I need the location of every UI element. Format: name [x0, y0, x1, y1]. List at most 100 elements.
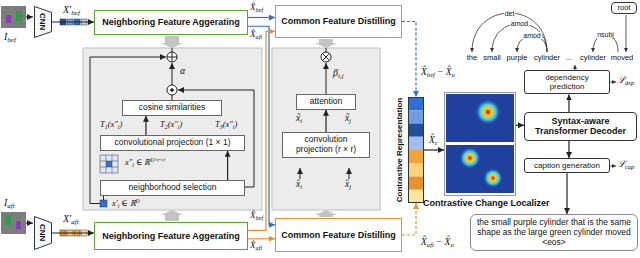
label-text: the — [467, 53, 477, 62]
label-text: ) — [180, 119, 183, 129]
label-text: ℒ — [618, 159, 625, 169]
label-text: bef — [427, 71, 435, 78]
process-box: Common Feature Distilling — [275, 218, 402, 252]
input-image — [1, 212, 26, 234]
math-label: T3(x″i) — [215, 120, 237, 131]
label-text: T — [100, 119, 105, 129]
label-text: i — [118, 124, 120, 130]
label-text: bef — [256, 6, 264, 13]
operator-symbol — [172, 63, 173, 85]
math-label: X̂aft — [249, 241, 263, 251]
connector — [227, 151, 228, 180]
input-image — [6, 15, 11, 23]
caption-box: the small purple cylinder that is the sa… — [470, 214, 638, 251]
detail-panel — [272, 48, 380, 210]
label-text: D — [136, 198, 140, 204]
math-label: X̂bef− X̂u — [420, 68, 456, 79]
connector — [568, 94, 569, 112]
dependency-arc — [626, 15, 627, 52]
node-text: Neighboring Feature Aggerating — [102, 231, 240, 241]
label-text: I — [4, 31, 7, 42]
tensor-icon — [106, 161, 112, 167]
tensor-icon — [100, 155, 118, 173]
label-text: moved — [611, 53, 634, 62]
arc-label: det — [504, 10, 516, 17]
contrastive-cells — [408, 110, 424, 123]
math-label: x̃i — [296, 114, 302, 125]
decoder-box: Syntax-aware Transformer Decoder — [524, 112, 637, 141]
node-text: convolution projection (r × r) — [286, 135, 366, 155]
label-text: X′ — [63, 4, 71, 15]
connector — [424, 149, 444, 150]
heatmap — [475, 99, 501, 125]
input-image — [5, 215, 11, 225]
label-text: X′ — [63, 213, 71, 224]
label-text: D×r×r — [150, 157, 165, 163]
label-text: (x″ — [168, 119, 178, 129]
label-text: c — [435, 139, 438, 146]
math-label: x̂i — [296, 180, 302, 191]
tensor-icon — [100, 200, 107, 207]
label-text: aft — [256, 33, 263, 40]
node-text: Syntax-aware Transformer Decoder — [529, 116, 632, 137]
label-text: i — [233, 124, 235, 130]
connector — [248, 17, 275, 18]
label-text: x̂ — [345, 179, 349, 189]
math-label: Ibef — [4, 32, 16, 44]
detail-panel — [161, 210, 183, 221]
label-text: (x″ — [108, 119, 118, 129]
math-label: X̂aft− X̂u — [420, 238, 455, 249]
operation-box: attention — [296, 94, 356, 110]
label-text: α — [180, 65, 185, 76]
word: cylinder — [580, 54, 606, 62]
label-text: bef — [71, 9, 80, 17]
connector — [566, 173, 567, 214]
arc-label: amod — [510, 20, 530, 27]
operator-symbol — [167, 52, 177, 62]
arc-label: nsubj — [596, 31, 615, 38]
label-text: purple — [507, 53, 528, 62]
input-image — [1, 6, 26, 28]
heatmap — [459, 147, 481, 169]
label-text: i — [300, 183, 302, 190]
node-text: CNN — [38, 13, 47, 30]
label-text: small — [483, 53, 501, 62]
detail-panel — [83, 48, 262, 210]
label-text: x̃ — [296, 113, 300, 123]
operator-symbol — [167, 52, 177, 62]
word: ... — [566, 54, 572, 62]
dependency-arc — [610, 166, 616, 167]
process-box: dependency prediction — [524, 70, 610, 94]
contrastive-cells — [408, 137, 424, 150]
heatmap — [446, 94, 514, 193]
label-text: aft — [71, 218, 78, 226]
process-box: Neighboring Feature Aggerating — [94, 222, 248, 250]
label-text: x′ — [112, 198, 118, 208]
label-text: nsubj — [597, 31, 614, 38]
connector — [568, 141, 569, 158]
math-label: Iaft — [4, 198, 15, 210]
label-text: i — [178, 124, 180, 130]
connector — [248, 26, 275, 225]
detail-panel — [161, 36, 183, 48]
math-label: α — [180, 66, 185, 76]
operator-symbol — [326, 48, 327, 52]
label-text: i — [118, 203, 120, 209]
connector — [52, 232, 94, 233]
operator-symbol — [349, 168, 350, 179]
label-text: x″ — [125, 157, 132, 167]
math-label: X′aft — [63, 214, 79, 226]
contrastive-cells — [408, 97, 424, 110]
operator-symbol — [90, 48, 349, 204]
label-text: 3 — [220, 124, 223, 130]
node-text: convolutional projection (1 × 1) — [115, 138, 231, 148]
operator-symbol — [321, 52, 331, 62]
label-text: β — [333, 67, 338, 78]
math-label: T1(x″i) — [100, 120, 122, 131]
math-label: x̂j — [345, 180, 351, 191]
math-label: X̂bef — [249, 211, 264, 221]
node-text: root — [618, 4, 631, 13]
contrastive-cells — [408, 163, 424, 176]
contrastive-cells — [408, 150, 424, 163]
math-label: x′i∈ ℝD — [112, 199, 140, 210]
